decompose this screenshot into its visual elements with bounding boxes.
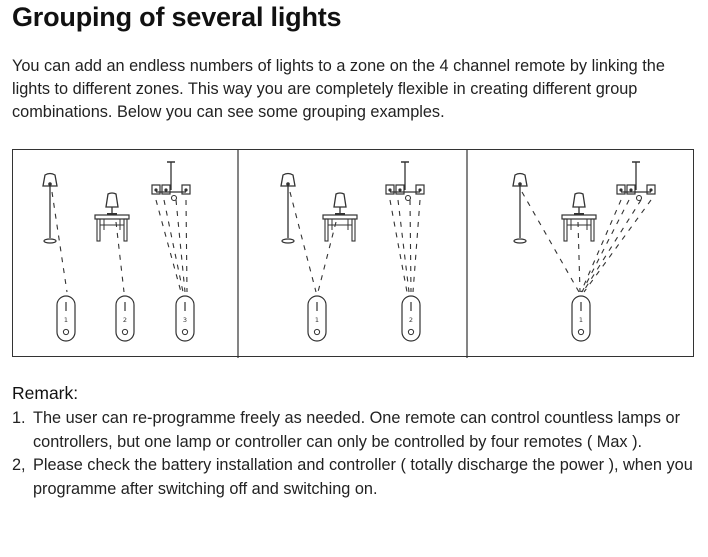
remark-item-1-text: The user can re-programme freely as need… (33, 409, 681, 451)
signal-dash (583, 199, 652, 293)
remark-item-1: 1. The user can re-programme freely as n… (12, 407, 702, 454)
signal-dash (521, 191, 580, 293)
remark-item-1-number: 1. (12, 409, 26, 427)
remark-item-2-text: Please check the battery installation an… (33, 456, 693, 498)
chandelier-shade (181, 184, 191, 195)
chandelier-shade (385, 184, 395, 195)
remote-icon: 2 (401, 295, 421, 342)
signal-dash (163, 199, 184, 293)
remote-zone-label-1: 1 (64, 316, 68, 324)
signal-dash (185, 199, 188, 293)
remote-zone-label-1: 1 (315, 316, 319, 324)
remark-item-2: 2, Please check the battery installation… (12, 454, 702, 501)
remark-item-2-number: 2, (12, 456, 26, 474)
chandelier-shade (616, 184, 626, 195)
table-lamp-icon (561, 192, 597, 242)
signal-dash (389, 199, 408, 293)
floor-lamp-icon (280, 172, 296, 244)
chandelier-shade (626, 184, 636, 195)
chandelier-icon (151, 161, 191, 202)
remote-icon: 2 (115, 295, 135, 342)
remote-zone-label-2: 2 (409, 316, 413, 324)
remote-icon: 1 (56, 295, 76, 342)
remote-icon: 1 (307, 295, 327, 342)
remark-list: 1. The user can re-programme freely as n… (12, 407, 702, 501)
chandelier-icon (616, 161, 656, 202)
table-lamp-icon (94, 192, 130, 242)
chandelier-shade (161, 184, 171, 195)
remote-zone-label-3: 3 (183, 316, 187, 324)
signal-dash (580, 199, 622, 293)
floor-lamp-icon (42, 172, 58, 244)
signal-dash (397, 199, 410, 293)
signal-dash (317, 221, 337, 293)
grouping-illustration: 1 2 3 1 2 1 (42, 150, 656, 358)
remote-icon: 3 (175, 295, 195, 342)
chandelier-shade (151, 184, 161, 195)
chandelier-icon (385, 161, 425, 202)
signal-dash (115, 221, 125, 293)
signal-dash (409, 199, 412, 293)
page-title: Grouping of several lights (12, 2, 342, 32)
table-lamp-icon (322, 192, 358, 242)
chandelier-shade (415, 184, 425, 195)
signal-dash (175, 199, 186, 293)
remote-zone-label-2: 2 (123, 316, 127, 324)
signal-dash (412, 199, 421, 293)
remote-icon: 1 (571, 295, 591, 342)
grouping-examples-figure: 1 2 3 1 2 1 (12, 149, 694, 358)
chandelier-shade (395, 184, 405, 195)
signal-dash (577, 221, 581, 293)
signal-dash (582, 199, 642, 293)
remote-zone-label-1: 1 (579, 316, 583, 324)
signal-dash (155, 199, 182, 293)
intro-paragraph: You can add an endless numbers of lights… (12, 57, 665, 121)
chandelier-shade (646, 184, 656, 195)
floor-lamp-icon (512, 172, 528, 244)
signal-dash (581, 199, 630, 293)
remark-heading: Remark: (12, 383, 79, 403)
